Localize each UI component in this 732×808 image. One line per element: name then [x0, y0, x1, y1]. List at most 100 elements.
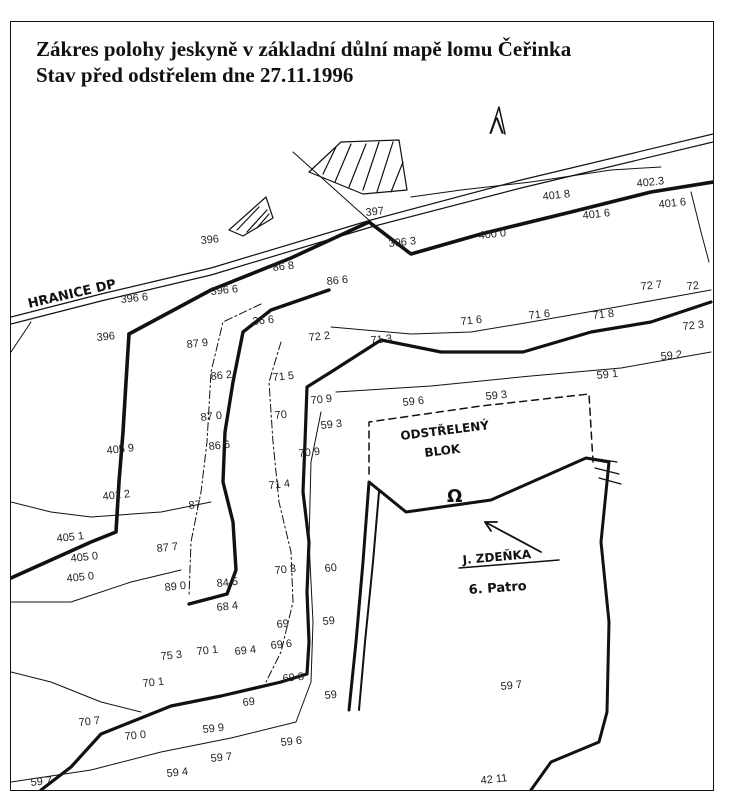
contour-line — [11, 501, 212, 518]
elevation-label: 396 6 — [210, 283, 239, 298]
elevation-label: 402.3 — [636, 175, 665, 190]
elevation-label: 59 — [322, 615, 335, 628]
elevation-label: 87 0 — [200, 410, 223, 424]
elevation-label: 68 4 — [216, 600, 239, 614]
contour-line — [11, 569, 182, 603]
elevation-label: 70 9 — [298, 446, 321, 460]
elevation-label: 70 3 — [274, 563, 297, 577]
cave-arrow-head — [484, 521, 498, 532]
contour-line — [11, 321, 32, 353]
elevation-label: 401 8 — [542, 188, 571, 203]
blasted-block-inner — [358, 491, 380, 711]
elevation-label: 396 6 — [120, 291, 149, 306]
elevation-label: 59 2 — [660, 349, 683, 363]
elevation-label: 87 7 — [156, 541, 179, 555]
elevation-label: 396 — [96, 330, 116, 344]
elevation-label: 84 5 — [216, 576, 239, 590]
cave-symbol: Ω — [447, 486, 462, 507]
mining-boundary-line-inner — [11, 141, 713, 325]
slope-hatch-small — [228, 196, 274, 237]
elevation-label: 59 7 — [210, 751, 233, 765]
elevation-label: 401 2 — [102, 488, 131, 503]
contour-line — [690, 191, 710, 263]
bench-edge-inner — [187, 288, 331, 606]
elevation-label: 71 6 — [460, 314, 483, 328]
elevation-label: 71 8 — [592, 308, 615, 322]
elevation-label: 72 7 — [640, 279, 663, 293]
map-title-line1: Zákres polohy jeskyně v základní důlní m… — [36, 37, 572, 61]
map-frame: Zákres polohy jeskyně v základní důlní m… — [10, 21, 714, 791]
elevation-label: 396 3 — [388, 235, 417, 250]
elevation-label: 71 3 — [370, 333, 393, 347]
elevation-label: 405 9 — [106, 442, 135, 457]
level-label: 6. Patro — [468, 579, 527, 598]
blasted-block-label-2: BLOK — [424, 442, 462, 460]
elevation-labels: 401 8 402.3 401 6 401 6 397 400 0 396 3 396 396 … — [30, 175, 705, 789]
bench-edge-left — [11, 332, 131, 580]
blasted-block-label-1: ODSTŘELENÝ — [400, 417, 490, 443]
elevation-label: 405 0 — [66, 570, 95, 585]
slope-hatch-right — [590, 457, 622, 485]
elevation-label: 60 — [324, 562, 337, 575]
contour-line — [188, 303, 262, 598]
elevation-label: 71 5 — [272, 370, 295, 384]
elevation-label: 69 8 — [282, 671, 305, 685]
elevation-label: 59 9 — [202, 722, 225, 736]
elevation-label: 36 6 — [252, 314, 275, 328]
bench-edge-right — [279, 300, 713, 684]
elevation-label: 86 8 — [272, 260, 295, 274]
north-mark: Λ — [489, 115, 504, 140]
contour-line — [330, 289, 712, 335]
mining-boundary-line — [11, 133, 713, 318]
elevation-label: 75 3 — [160, 649, 183, 663]
mine-map: HRANICE DP ODSTŘELENÝ BLOK J. ZDEŇKA 6. … — [11, 106, 713, 790]
contour-line — [11, 411, 322, 783]
cave-name-label: J. ZDEŇKA — [461, 546, 532, 567]
contour-line — [335, 351, 712, 393]
map-title: Zákres polohy jeskyně v základní důlní m… — [36, 36, 571, 88]
elevation-label: 70 — [274, 409, 287, 422]
elevation-label: 69 4 — [234, 644, 257, 658]
elevation-label: 397 — [365, 205, 385, 219]
elevation-label: 70 7 — [78, 715, 101, 729]
elevation-label: 396 — [200, 233, 220, 247]
elevation-label: 59 7 — [500, 679, 523, 693]
map-title-line2: Stav před odstřelem dne 27.11.1996 — [36, 63, 354, 87]
north-arrow — [490, 106, 506, 135]
elevation-label: 89 0 — [164, 580, 187, 594]
elevation-label: 87 9 — [186, 337, 209, 351]
elevation-label: 59 6 — [402, 395, 425, 409]
bench-edge-lower — [39, 680, 283, 790]
elevation-label: 71 4 — [268, 478, 291, 492]
elevation-label: 69 6 — [270, 638, 293, 652]
elevation-label: 72 3 — [682, 319, 705, 333]
elevation-label: 86 2 — [210, 369, 233, 383]
cave-arrow — [484, 521, 542, 553]
elevation-label: 70 1 — [196, 644, 219, 658]
contour-line — [265, 341, 294, 683]
elevation-label: 42 11 — [480, 772, 508, 787]
quarry-edge-upper — [127, 180, 713, 336]
elevation-label: 87 — [188, 499, 201, 512]
elevation-label: 59 7 — [30, 775, 53, 789]
elevation-label: 59 1 — [596, 368, 619, 382]
elevation-label: 72 — [686, 280, 699, 293]
elevation-label: 72 2 — [308, 330, 331, 344]
elevation-label: 401 6 — [582, 207, 611, 222]
contour-line — [292, 151, 372, 223]
elevation-label: 71 6 — [528, 308, 551, 322]
boundary-label: HRANICE DP — [27, 277, 118, 312]
elevation-label: 69 — [242, 696, 255, 709]
elevation-label: 70 9 — [310, 393, 333, 407]
contour-line — [410, 166, 662, 198]
elevation-label: 86 6 — [326, 274, 349, 288]
elevation-label: 405 1 — [56, 530, 85, 545]
elevation-label: 401 6 — [658, 196, 687, 211]
elevation-label: 59 6 — [280, 735, 303, 749]
elevation-label: 405 0 — [70, 550, 99, 565]
contour-line — [11, 671, 142, 713]
elevation-label: 59 3 — [320, 418, 343, 432]
blasted-block-outline — [347, 456, 611, 790]
elevation-label: 69 — [276, 618, 289, 631]
elevation-label: 400 0 — [478, 227, 507, 242]
